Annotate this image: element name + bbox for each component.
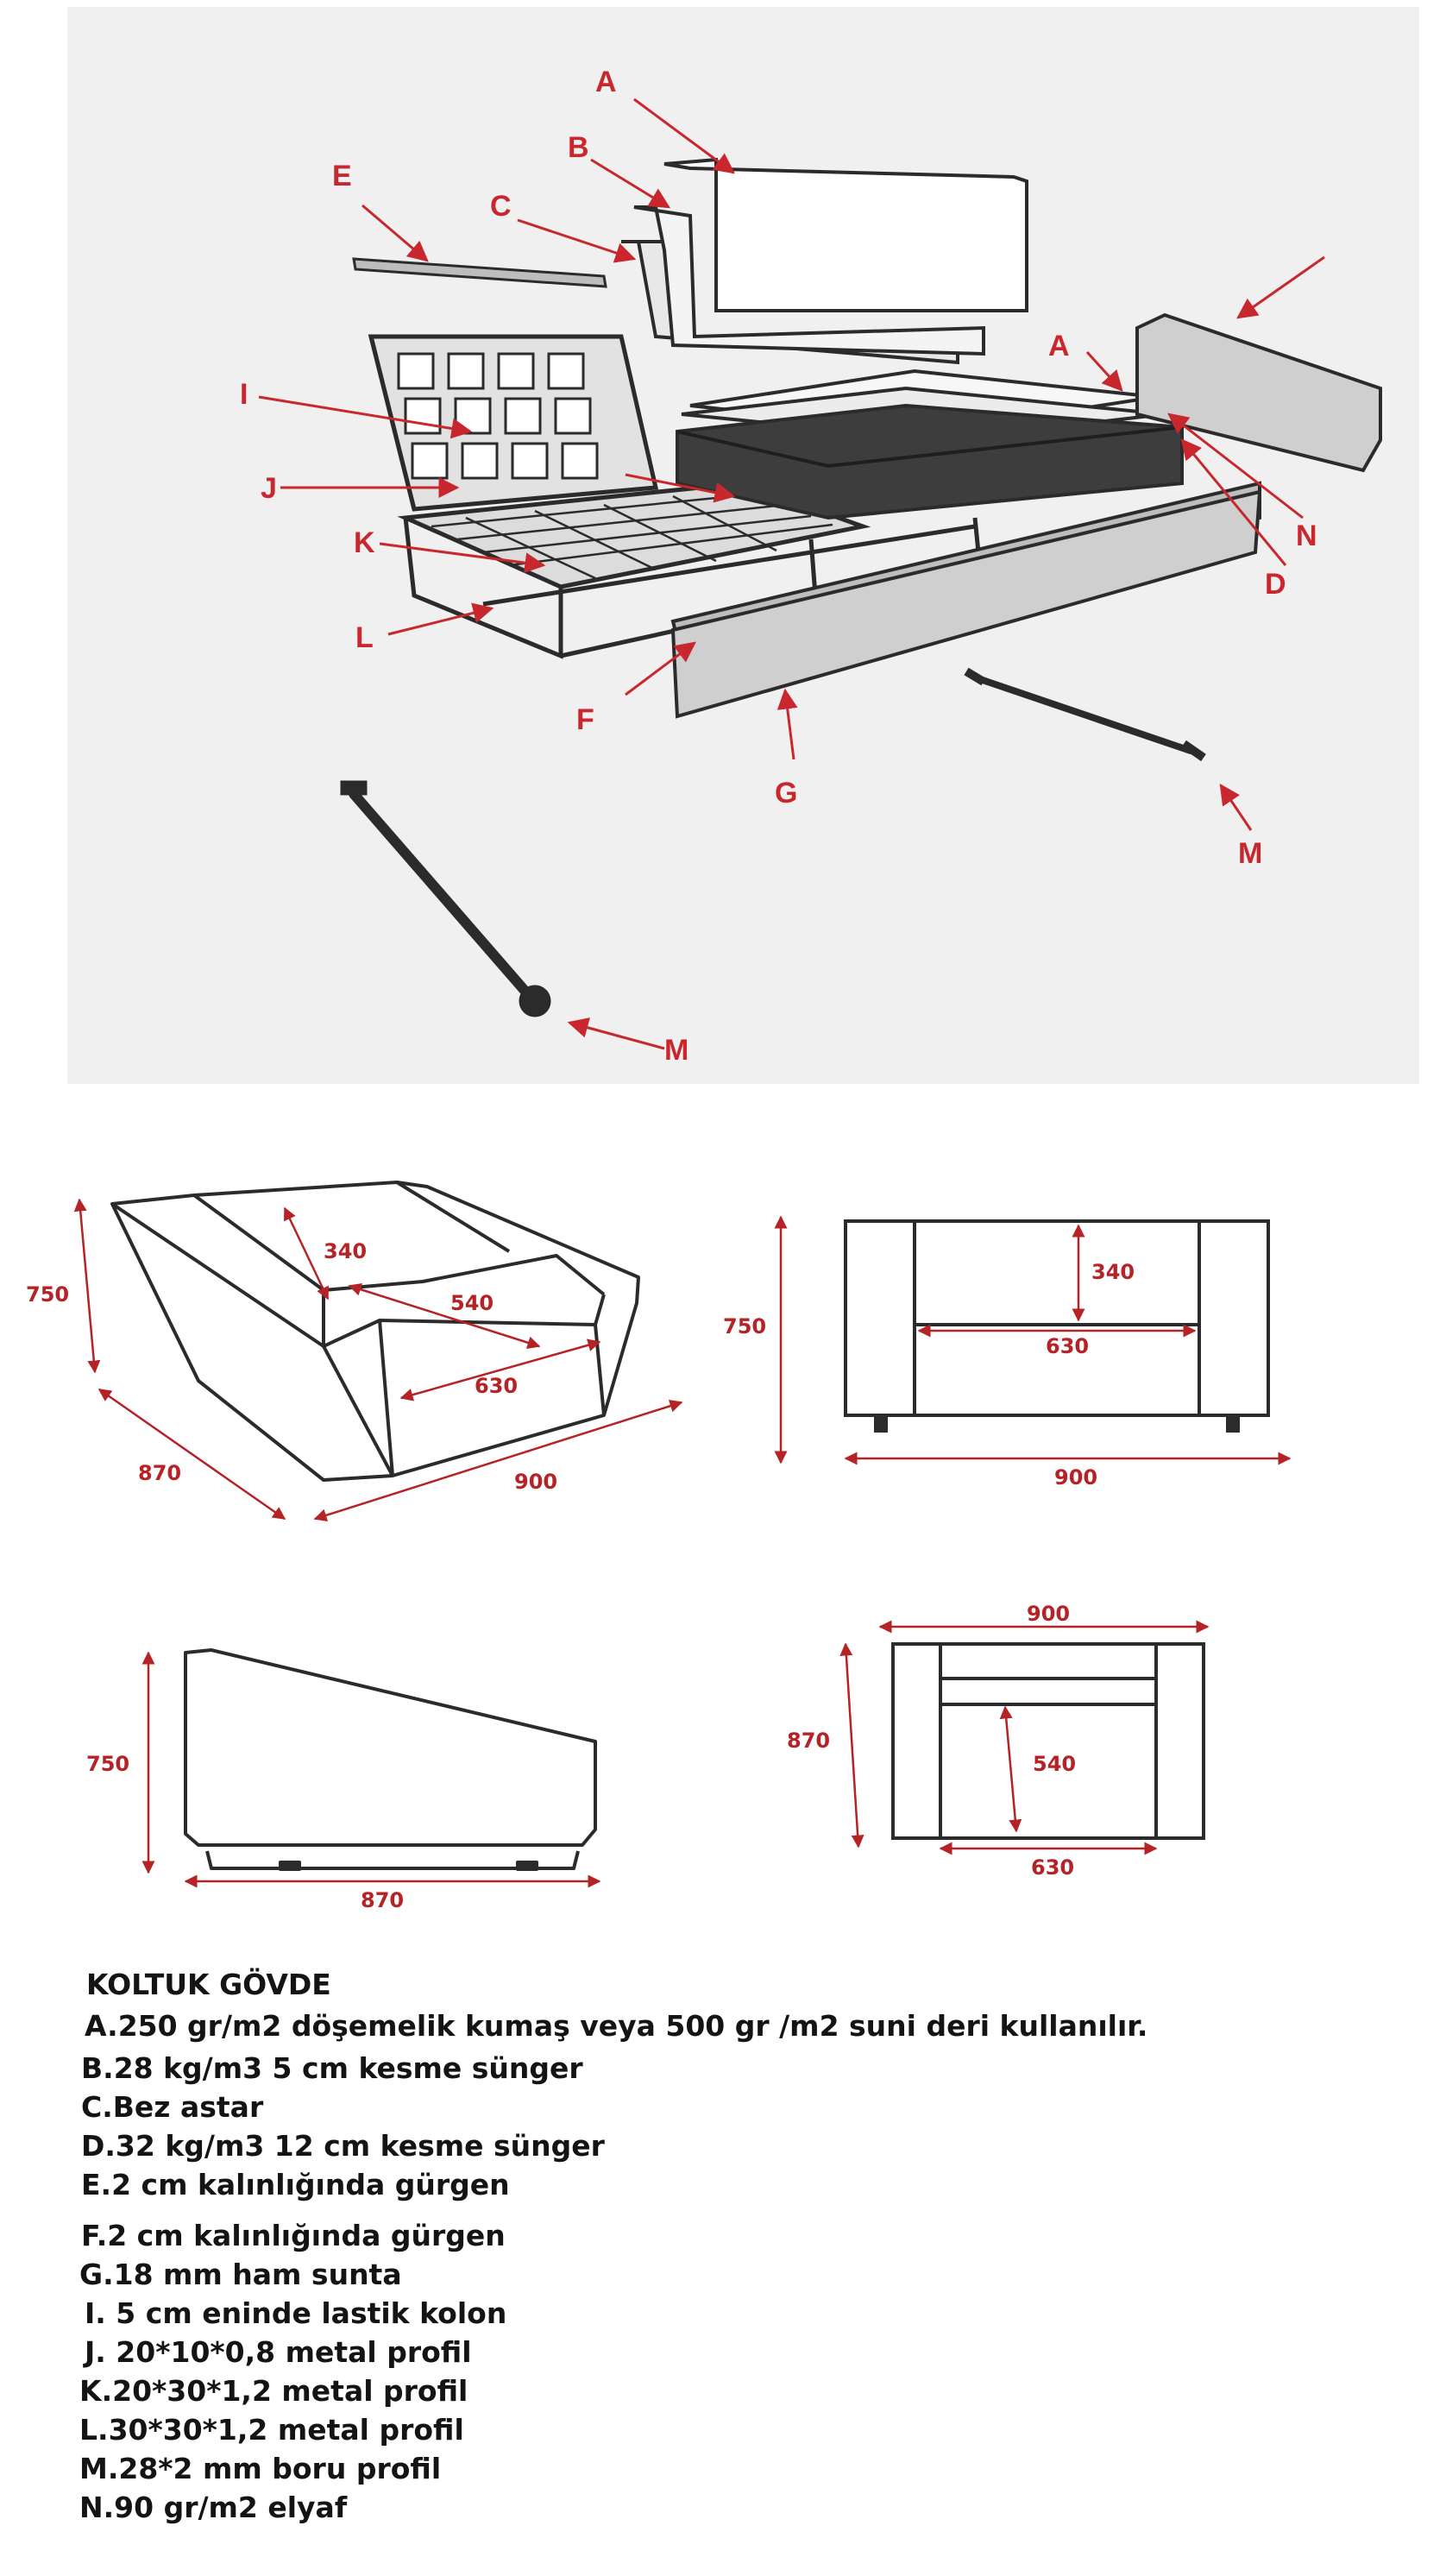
callout-A-back: A [595,66,617,98]
callout-A-seat: A [1048,330,1070,362]
tube-leg-short [964,667,1206,762]
front-dim-750: 750 [723,1314,766,1338]
callout-L: L [355,621,374,654]
spec-line: D.32 kg/m3 12 cm kesme sünger [81,2129,605,2163]
top-dim-line-870 [839,1642,864,1849]
iso-dim-line-540 [348,1282,541,1350]
spec-line: B.28 kg/m3 5 cm kesme sünger [81,2051,583,2085]
top-view: 900 870 540 630 [787,1602,1210,1880]
top-armchair-outline [891,1642,1205,1840]
callout-B: B [568,131,589,164]
spec-line: N.90 gr/m2 elyaf [79,2491,348,2524]
front-dim-340: 340 [1091,1260,1135,1284]
iso-dim-line-340 [283,1206,330,1301]
iso-dim-340: 340 [324,1239,367,1263]
spec-list: KOLTUK GÖVDE A.250 gr/m2 döşemelik kumaş… [79,1968,1374,2527]
iso-dim-870: 870 [138,1461,181,1485]
callout-N: N [1296,520,1317,552]
top-dim-line-540 [999,1705,1022,1833]
iso-dim-750: 750 [26,1282,69,1307]
iso-dim-900: 900 [514,1470,557,1494]
iso-dim-line-900 [313,1399,683,1522]
spec-line: G.18 mm ham sunta [79,2258,402,2291]
iso-view: 750 340 540 630 870 900 [26,1181,683,1522]
spec-title: KOLTUK GÖVDE [86,1968,331,2001]
spec-line: C.Bez astar [81,2090,264,2124]
spec-line: I. 5 cm eninde lastik kolon [85,2296,507,2330]
front-view: 750 340 630 900 [723,1215,1292,1490]
top-dim-540: 540 [1033,1752,1076,1776]
top-dim-870: 870 [787,1729,830,1753]
iso-armchair-outline [110,1181,640,1482]
iso-dim-630: 630 [475,1374,518,1398]
spec-line: K.20*30*1,2 metal profil [79,2374,468,2408]
top-dim-630: 630 [1031,1855,1074,1880]
iso-dim-line-630 [399,1338,601,1401]
side-armchair-outline [184,1648,597,1871]
front-armchair-outline [844,1219,1270,1433]
front-dim-630: 630 [1046,1334,1089,1358]
callout-G: G [775,777,797,809]
callout-arrows [258,98,1325,1050]
callout-D: D [1265,568,1286,601]
spec-line: M.28*2 mm boru profil [79,2452,442,2485]
side-arm-panel [1135,312,1382,473]
callout-F: F [576,703,594,736]
callout-I: I [240,378,248,411]
arm-rail [352,257,607,288]
side-dim-750: 750 [86,1752,129,1776]
side-view: 750 870 [86,1648,601,1912]
callout-M-short: M [1238,837,1262,870]
callout-M-long: M [664,1034,688,1067]
side-dim-870: 870 [361,1888,404,1912]
top-dim-900: 900 [1027,1602,1070,1626]
spec-line: E.2 cm kalınlığında gürgen [81,2168,510,2201]
backrest-frame [368,334,659,512]
callout-C: C [490,190,512,223]
callout-K: K [354,526,375,559]
front-panel [670,481,1262,719]
spec-line: F.2 cm kalınlığında gürgen [81,2219,506,2252]
iso-dim-line-870 [97,1388,286,1521]
callout-E: E [332,160,352,192]
spec-line: L.30*30*1,2 metal profil [79,2413,464,2447]
iso-dim-540: 540 [450,1291,494,1315]
callout-J: J [261,472,277,505]
front-dim-900: 900 [1054,1465,1097,1490]
exploded-view: A B C E A I J N K D L F G M M [67,7,1419,1084]
spec-line: A.250 gr/m2 döşemelik kumaş veya 500 gr … [85,2009,1148,2043]
spec-line: J. 20*10*0,8 metal profil [85,2335,472,2369]
furniture-diagram: A B C E A I J N K D L F G M M [26,7,1419,1912]
iso-dim-line-750 [73,1198,101,1374]
back-cushion-layers [621,157,1028,365]
tube-leg-long [340,780,551,1017]
